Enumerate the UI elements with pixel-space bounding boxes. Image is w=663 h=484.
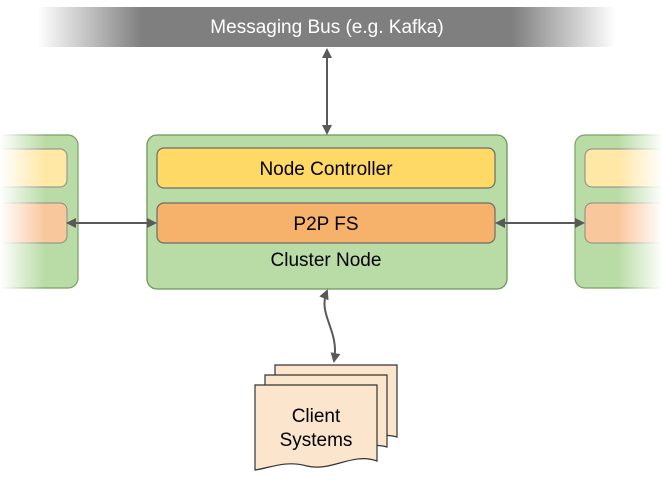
p2p-fs-label: P2P FS — [293, 214, 358, 235]
client-systems-line2: Systems — [280, 430, 353, 451]
cluster-node: Node Controller P2P FS Cluster Node — [146, 134, 508, 290]
node-controller-label: Node Controller — [259, 159, 393, 180]
messaging-bus: Messaging Bus (e.g. Kafka) — [38, 7, 616, 47]
messaging-bus-label: Messaging Bus (e.g. Kafka) — [210, 17, 443, 38]
node-controller-box — [156, 147, 496, 189]
neighbor-node-right — [563, 130, 663, 295]
neighbor-node-left — [0, 130, 100, 295]
client-systems-line1: Client — [292, 406, 341, 427]
client-node-connector — [319, 289, 341, 363]
client-systems: Client Systems — [254, 364, 398, 471]
cluster-node-label: Cluster Node — [271, 250, 382, 271]
